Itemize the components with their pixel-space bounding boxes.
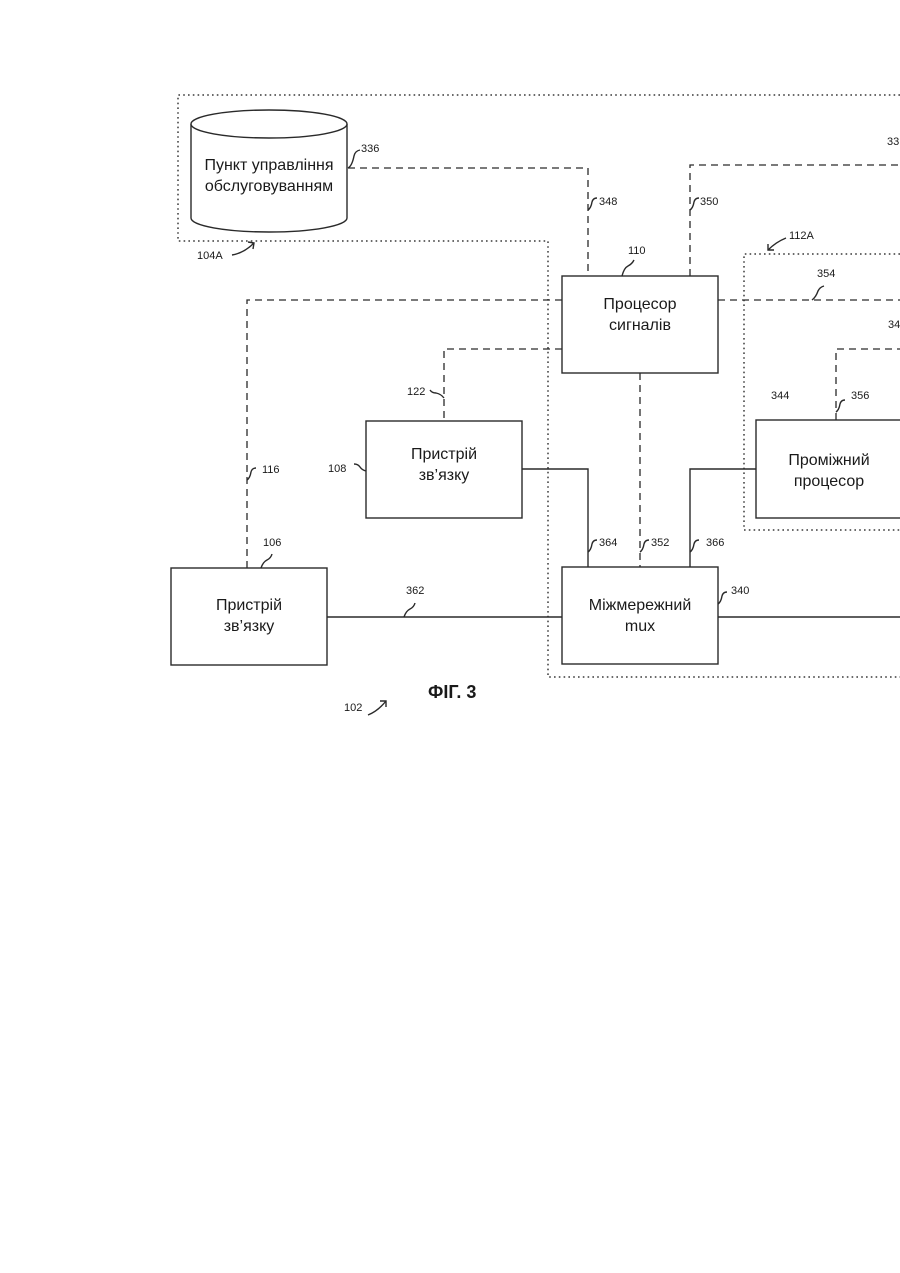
- ref-116: 116: [262, 464, 280, 476]
- link-366: [690, 469, 756, 567]
- link-364: [522, 469, 588, 567]
- ref-356: 356: [851, 390, 869, 402]
- ref-33x: 33: [887, 136, 899, 148]
- ref-122: 122: [407, 386, 425, 398]
- ref-108: 108: [328, 463, 346, 475]
- ref-354: 354: [817, 268, 835, 280]
- internet-mux-label: Міжмережний mux: [562, 595, 718, 637]
- ref-340: 340: [731, 585, 749, 597]
- internet-mux-line2: mux: [562, 616, 718, 637]
- comm-device-106-line1: Пристрій: [171, 595, 327, 616]
- ref-350: 350: [700, 196, 718, 208]
- ref-348: 348: [599, 196, 617, 208]
- link-356: [836, 349, 900, 420]
- signal-processor-line2: сигналів: [562, 315, 718, 336]
- internet-mux-line1: Міжмережний: [562, 595, 718, 616]
- figure-caption: ФІГ. 3: [428, 682, 476, 703]
- intermediate-processor-label: Проміжний процесор: [754, 450, 900, 492]
- signal-processor-line1: Процесор: [562, 294, 718, 315]
- link-122: [444, 349, 562, 421]
- ref-362: 362: [406, 585, 424, 597]
- link-350: [690, 165, 900, 276]
- intermediate-processor-line2: процесор: [754, 471, 900, 492]
- intermediate-processor-line1: Проміжний: [754, 450, 900, 471]
- signal-processor-label: Процесор сигналів: [562, 294, 718, 336]
- ref-112a: 112A: [789, 230, 814, 242]
- ref-110: 110: [628, 245, 646, 257]
- service-point-line2: обслуговуванням: [191, 176, 347, 197]
- comm-device-106-label: Пристрій зв’язку: [171, 595, 327, 637]
- ref-34x: 34: [888, 319, 900, 331]
- ref-364: 364: [599, 537, 617, 549]
- ref-366: 366: [706, 537, 724, 549]
- service-point-label: Пункт управління обслуговуванням: [191, 155, 347, 197]
- ref-352: 352: [651, 537, 669, 549]
- ref-104a: 104A: [197, 250, 223, 262]
- ref-344: 344: [771, 390, 789, 402]
- ref-106: 106: [263, 537, 281, 549]
- comm-device-108-line1: Пристрій: [366, 444, 522, 465]
- comm-device-108-label: Пристрій зв’язку: [366, 444, 522, 486]
- comm-device-108-line2: зв’язку: [366, 465, 522, 486]
- ref-336: 336: [361, 143, 379, 155]
- service-point-line1: Пункт управління: [191, 155, 347, 176]
- ref-102: 102: [344, 702, 362, 714]
- link-348: [348, 168, 588, 276]
- comm-device-106-line2: зв’язку: [171, 616, 327, 637]
